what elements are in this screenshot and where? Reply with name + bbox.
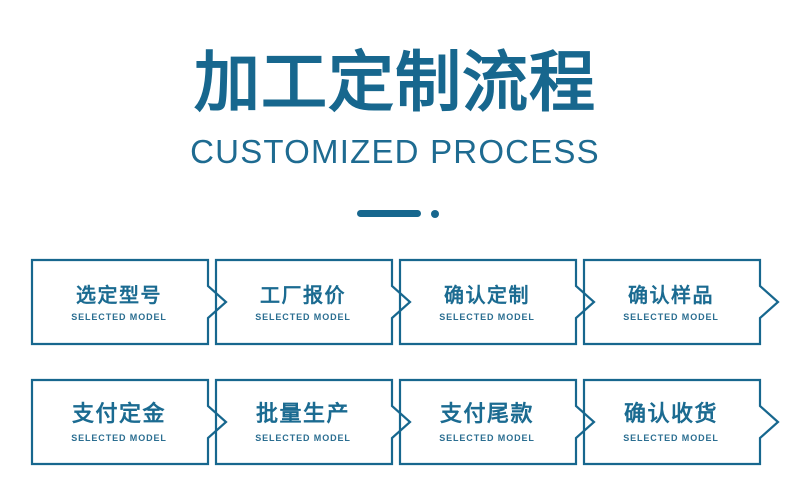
step-chevron-outline-icon (214, 378, 414, 466)
process-steps-row-2: 支付定金 SELECTED MODEL 批量生产 SELECTED MODEL (0, 378, 790, 466)
process-step-card[interactable]: 支付尾款 SELECTED MODEL (398, 378, 598, 466)
step-chevron-outline-icon (582, 378, 782, 466)
page-title-cn: 加工定制流程 (194, 44, 596, 121)
divider-dot-icon (431, 210, 439, 218)
divider-bar-icon (357, 210, 421, 217)
process-step-card[interactable]: 确认定制 SELECTED MODEL (398, 258, 598, 346)
step-chevron-outline-icon (30, 258, 230, 346)
step-chevron-outline-icon (398, 258, 598, 346)
step-chevron-outline-icon (30, 378, 230, 466)
process-step-card[interactable]: 确认收货 SELECTED MODEL (582, 378, 782, 466)
process-steps-row-1: 选定型号 SELECTED MODEL 工厂报价 SELECTED MODEL (0, 258, 790, 346)
process-step-card[interactable]: 确认样品 SELECTED MODEL (582, 258, 782, 346)
process-step-card[interactable]: 批量生产 SELECTED MODEL (214, 378, 414, 466)
page-subtitle-en: CUSTOMIZED PROCESS (190, 133, 600, 170)
process-step-card[interactable]: 支付定金 SELECTED MODEL (30, 378, 230, 466)
section-divider (0, 206, 790, 220)
process-step-card[interactable]: 选定型号 SELECTED MODEL (30, 258, 230, 346)
step-chevron-outline-icon (582, 258, 782, 346)
step-chevron-outline-icon (398, 378, 598, 466)
process-step-card[interactable]: 工厂报价 SELECTED MODEL (214, 258, 414, 346)
step-chevron-outline-icon (214, 258, 414, 346)
